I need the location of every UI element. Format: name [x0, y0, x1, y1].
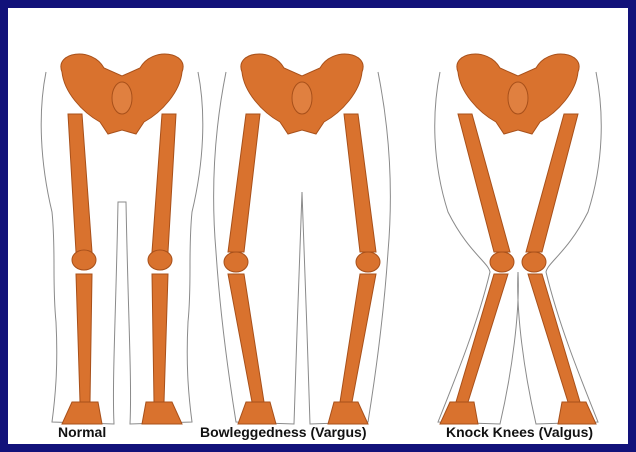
- left-femur: [458, 114, 510, 252]
- right-foot: [142, 402, 182, 424]
- knock-knees-figure: [428, 52, 608, 432]
- normal-skeleton-illustration: [32, 52, 212, 432]
- left-femur: [228, 114, 260, 252]
- right-femur: [344, 114, 376, 252]
- right-femur: [526, 114, 578, 252]
- left-foot: [238, 402, 276, 424]
- left-tibia: [456, 274, 508, 402]
- knock-knees-skeleton-illustration: [428, 52, 608, 432]
- caption-normal: Normal: [58, 424, 106, 440]
- left-femur: [68, 114, 92, 252]
- caption-knock-knees: Knock Knees (Valgus): [446, 424, 593, 440]
- left-foot: [440, 402, 478, 424]
- bowlegged-figure: [212, 52, 392, 432]
- left-tibia: [228, 274, 264, 402]
- right-tibia: [340, 274, 376, 402]
- right-tibia: [152, 274, 168, 402]
- caption-bowlegged: Bowleggedness (Vargus): [200, 424, 366, 440]
- right-foot: [328, 402, 368, 424]
- right-foot: [558, 402, 596, 424]
- right-tibia: [528, 274, 580, 402]
- left-tibia: [76, 274, 92, 402]
- normal-legs-figure: [32, 52, 212, 432]
- left-foot: [62, 402, 102, 424]
- right-femur: [152, 114, 176, 252]
- bowlegged-skeleton-illustration: [212, 52, 392, 432]
